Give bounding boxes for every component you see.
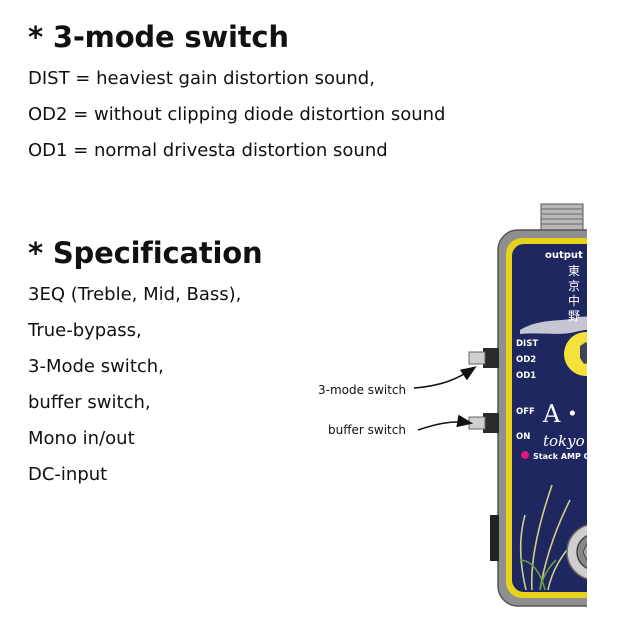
kanji-char-2: 京 [568,279,580,293]
cloud-icon [520,316,587,334]
spec-heading: * Specification [28,236,263,270]
spec-line-eq: 3EQ (Treble, Mid, Bass), [28,284,242,305]
mode-arrow-icon [413,366,477,389]
spec-line-dc: DC-input [28,464,108,485]
callout-buffer-label: buffer switch [328,423,406,437]
kanji-char-3: 中 [568,293,580,308]
mode-toggle-switch[interactable] [468,348,499,368]
input-jack [490,515,499,561]
output-label: output [545,250,583,261]
buffer-toggle-switch[interactable] [468,413,499,433]
callout-mode-label: 3-mode switch [318,383,406,397]
buffer-arrow-icon [417,414,474,431]
grass-icon [519,484,576,591]
mode-label-od2: OD2 [516,355,536,365]
brand-sub: tokyo [543,432,585,450]
buffer-label-on: ON [516,432,530,442]
spec-line-buffer: buffer switch, [28,392,151,413]
mode-line-od2: OD2 = without clipping diode distortion … [28,104,446,125]
mode-label-dist: DIST [516,339,538,349]
spec-line-bypass: True-bypass, [28,320,142,341]
kanji-char-1: 東 [568,264,580,278]
footswitch[interactable] [566,523,620,581]
moon-emblem-icon [580,342,587,364]
mode-label-od1: OD1 [516,371,536,381]
output-jack [540,203,584,231]
led-icon [521,451,529,459]
mode-line-od1: OD1 = normal drivesta distortion sound [28,140,388,161]
buffer-label-off: OFF [516,407,535,417]
led-label: Stack AMP O [533,452,591,461]
mode-heading: * 3-mode switch [28,20,289,54]
spec-line-mode: 3-Mode switch, [28,356,164,377]
spec-line-mono: Mono in/out [28,428,135,449]
brand-logo: A・ [542,400,584,428]
kanji-char-4: 野 [568,309,580,323]
mode-line-dist: DIST = heaviest gain distortion sound, [28,68,375,89]
